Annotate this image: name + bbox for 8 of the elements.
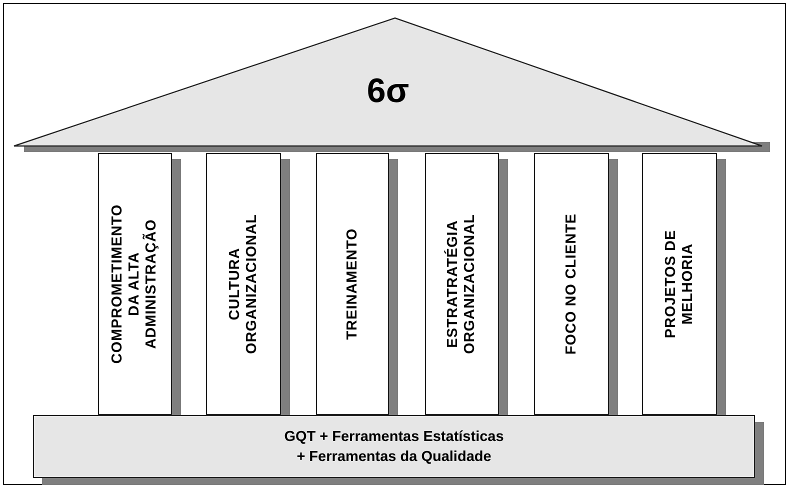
- pillar-label: PROJETOS DE MELHORIA: [662, 228, 696, 340]
- pillar-label: CULTURA ORGANIZACIONAL: [226, 213, 260, 356]
- roof-title: 6σ: [366, 72, 410, 111]
- pillar-label: ESTRATRATÉGIA ORGANIZACIONAL: [445, 213, 479, 356]
- pillar-label: FOCO NO CLIENTE: [563, 212, 580, 357]
- pillar-label: TREINAMENTO: [344, 227, 361, 342]
- base-label: GQT + Ferramentas Estatísticas + Ferramentas da Qualidade: [283, 428, 505, 466]
- pillar-label: COMPROMETIMENTO DA ALTA ADMINISTRAÇÃO: [110, 203, 160, 366]
